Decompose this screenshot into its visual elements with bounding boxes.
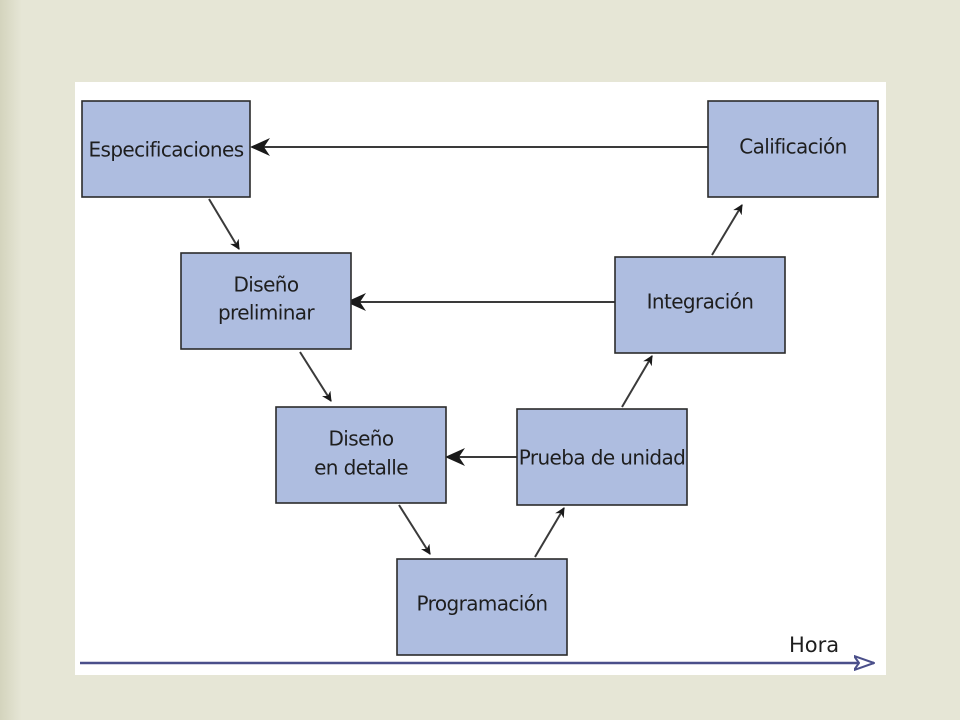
edge-integracion-to-calificacion [711,204,743,256]
edge-especificaciones-to-diseno-preliminar [208,198,240,250]
slide-edge-decoration [0,0,22,720]
node-label: Programación [417,592,548,616]
node-diseno-preliminar: Diseño preliminar [180,252,352,350]
node-label-line1: Diseño [234,273,299,297]
node-prueba-unidad: Prueba de unidad [516,408,688,506]
node-calificacion: Calificación [707,100,879,198]
node-programacion: Programación [396,558,568,656]
edge-diseno-preliminar-to-diseno-detalle [299,351,332,402]
node-label: Calificación [739,135,846,159]
node-label: Prueba de unidad [519,446,686,470]
node-label: Especificaciones [88,138,243,162]
edge-programacion-to-prueba [534,507,565,558]
node-integracion: Integración [614,256,786,354]
node-label-line1: Diseño [329,427,394,451]
time-axis-label: Hora [789,633,839,657]
edge-diseno-detalle-to-programacion [398,504,431,555]
node-diseno-detalle: Diseño en detalle [275,406,447,504]
node-label: Integración [647,290,754,314]
node-label-line2: en detalle [314,456,408,480]
edge-prueba-to-integracion [621,355,653,408]
node-label-line2: preliminar [218,301,315,325]
node-especificaciones: Especificaciones [81,100,251,198]
